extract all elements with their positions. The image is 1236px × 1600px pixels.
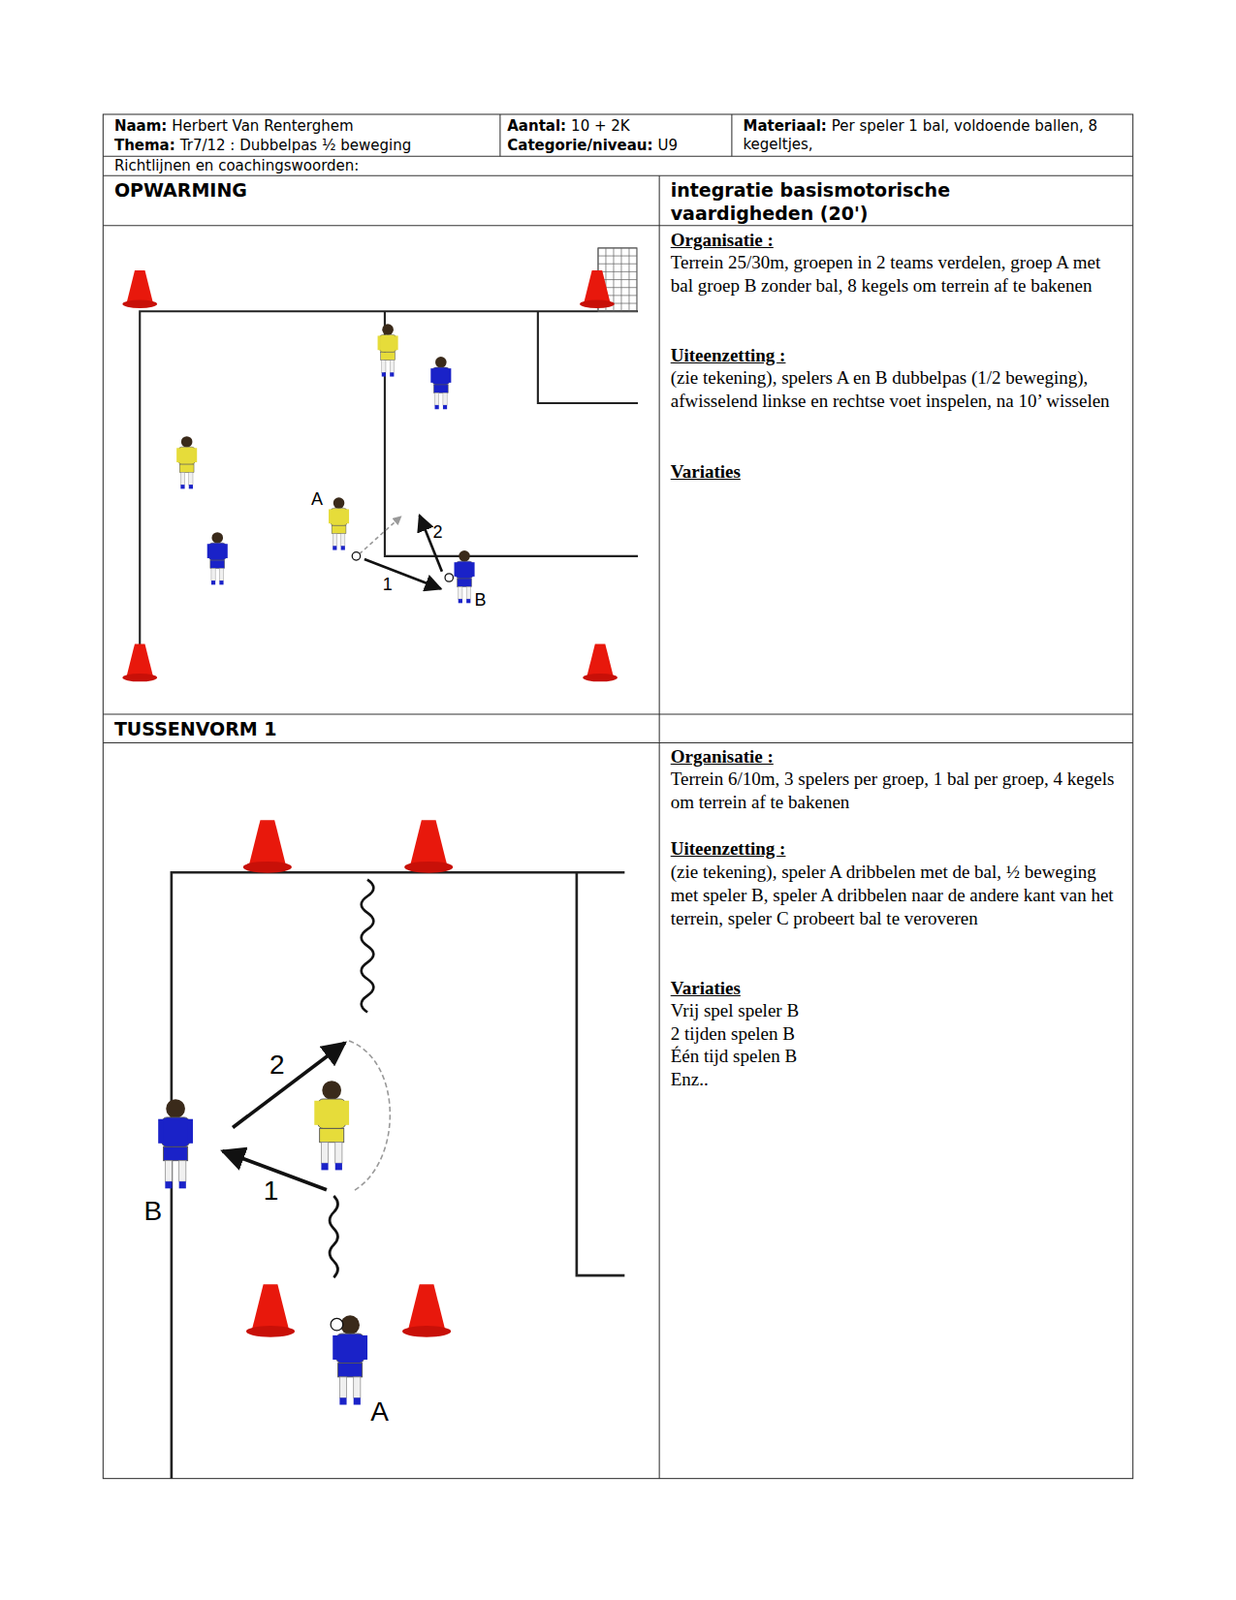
paragraph-heading: Organisatie : [670, 745, 774, 769]
field-label: Thema: [114, 136, 176, 156]
field-value: 10 + 2K [570, 117, 631, 136]
callout-number: 2 [432, 522, 443, 542]
dribble-line [361, 880, 375, 1014]
cone [582, 643, 618, 682]
player-letter: A [370, 1397, 389, 1427]
paragraph: Terrein 25/30m, groepen in 2 teams verde… [670, 251, 1126, 298]
cones [122, 270, 618, 1338]
field-value: Per speler 1 bal, voldoende ballen, 8 ke… [742, 117, 1123, 155]
section-subtitle: integratie basismotorische vaardigheden … [670, 178, 1100, 225]
section-title: OPWARMING [114, 178, 248, 202]
cone [579, 270, 615, 309]
player [328, 497, 349, 550]
field-label: Materiaal: [742, 117, 826, 136]
field-value: Herbert Van Renterghem [171, 117, 353, 136]
variation-item: 2 tijden spelen B [670, 1022, 795, 1046]
paragraph: Terrein 6/10m, 3 spelers per groep, 1 ba… [670, 767, 1120, 815]
player [314, 1080, 349, 1171]
cone [122, 270, 158, 309]
field-value: U9 [658, 136, 679, 156]
field-label: Categorie/niveau: [507, 136, 653, 156]
players [158, 323, 475, 1405]
player-letter: B [143, 1197, 162, 1227]
dribble-line [329, 1196, 338, 1278]
paragraph-heading: Variaties [670, 977, 741, 1001]
dribble-lines [329, 880, 374, 1279]
table-grid [102, 114, 1133, 1480]
callout-number: 1 [382, 574, 393, 595]
paragraph-heading: Uiteenzetting : [670, 837, 787, 861]
cone [402, 1284, 451, 1338]
ball [444, 573, 453, 582]
paragraph-heading: Uiteenzetting : [670, 344, 787, 368]
paragraph: (zie tekening), spelers A en B dubbelpas… [670, 366, 1126, 413]
paragraph-heading: Variaties [670, 460, 741, 484]
row-label: Richtlijnen en coachingswoorden: [114, 157, 359, 176]
field-lines-2 [171, 872, 625, 1479]
field-value: Tr7/12 : Dubbelpas ½ beweging [180, 136, 412, 156]
pass-arrows-2 [222, 1041, 391, 1193]
cone [246, 1284, 295, 1338]
cone [404, 820, 453, 874]
player-letter: B [475, 590, 487, 610]
pass-arrows-1 [359, 515, 443, 590]
field-lines-1 [139, 311, 638, 674]
variation-item: Één tijd spelen B [670, 1045, 797, 1069]
paragraph: (zie tekening), speler A dribbelen met d… [670, 860, 1126, 931]
callout-number: 2 [269, 1050, 286, 1080]
field-label: Naam: [114, 117, 167, 136]
ball [351, 552, 360, 561]
player-letter: A [311, 489, 323, 509]
callout-number: 1 [263, 1176, 280, 1206]
player [158, 1099, 193, 1189]
variation-item: Enz.. [670, 1068, 709, 1092]
field-label: Aantal: [507, 117, 567, 136]
player [378, 323, 399, 377]
paragraph-heading: Organisatie : [670, 228, 774, 253]
player [454, 550, 476, 603]
variation-item: Vrij spel speler B [670, 999, 799, 1023]
player [207, 532, 228, 585]
cone [243, 820, 292, 874]
player [430, 356, 451, 410]
cone [122, 643, 158, 682]
player [176, 436, 197, 489]
section-title: TUSSENVORM 1 [114, 717, 278, 741]
ball [330, 1318, 344, 1332]
